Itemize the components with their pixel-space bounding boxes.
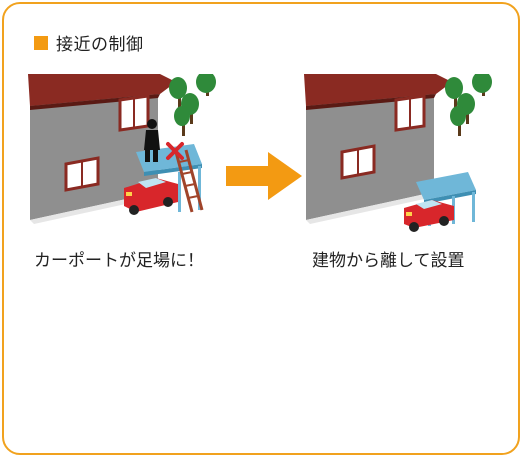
scenario-good-caption: 建物から離して設置	[312, 251, 465, 271]
window-upper	[118, 94, 150, 132]
window-upper	[394, 94, 426, 132]
car	[124, 178, 178, 215]
house-roof	[304, 74, 452, 106]
cross-mark-icon	[166, 142, 184, 160]
house-wall-base	[306, 192, 438, 224]
ladder	[174, 149, 204, 213]
section-header: 接近の制御	[34, 30, 144, 55]
scenario-good-illustration	[304, 74, 492, 232]
scenario-bad-caption: カーポートが足場に！	[34, 251, 204, 271]
house-roof	[28, 74, 176, 106]
square-bullet-icon	[34, 35, 48, 50]
window-lower	[64, 156, 100, 192]
tree-icon	[445, 74, 492, 136]
scenario-bad-illustration	[28, 74, 216, 224]
section-title: 接近の制御	[56, 35, 144, 55]
car	[404, 200, 454, 232]
arrow-right-icon	[226, 152, 302, 200]
intruder-silhouette-icon	[144, 119, 160, 162]
tree-icon	[169, 74, 216, 136]
window-lower	[340, 144, 376, 180]
